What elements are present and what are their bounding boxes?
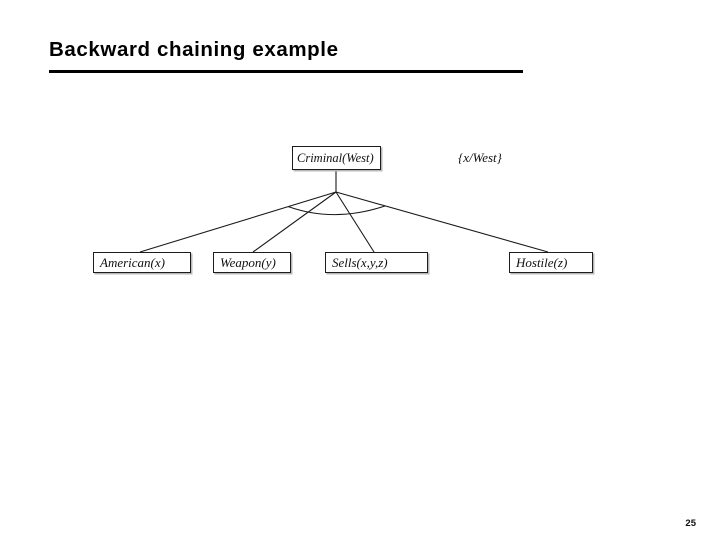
node-hostile: Hostile(z)	[509, 252, 593, 273]
substitution-label: {x/West}	[458, 150, 502, 165]
and-arc	[287, 205, 386, 216]
node-american: American(x)	[93, 252, 191, 273]
edge-to-weapon	[252, 191, 337, 253]
title-underline	[49, 70, 523, 73]
node-sells: Sells(x,y,z)	[325, 252, 428, 273]
node-weapon: Weapon(y)	[213, 252, 291, 273]
edge-to-sells	[335, 191, 375, 253]
node-criminal-west: Criminal(West)	[292, 146, 381, 170]
edge-to-hostile	[335, 191, 549, 253]
page-title: Backward chaining example	[49, 38, 339, 61]
page-number: 25	[685, 518, 696, 529]
edge-to-american	[139, 191, 337, 253]
